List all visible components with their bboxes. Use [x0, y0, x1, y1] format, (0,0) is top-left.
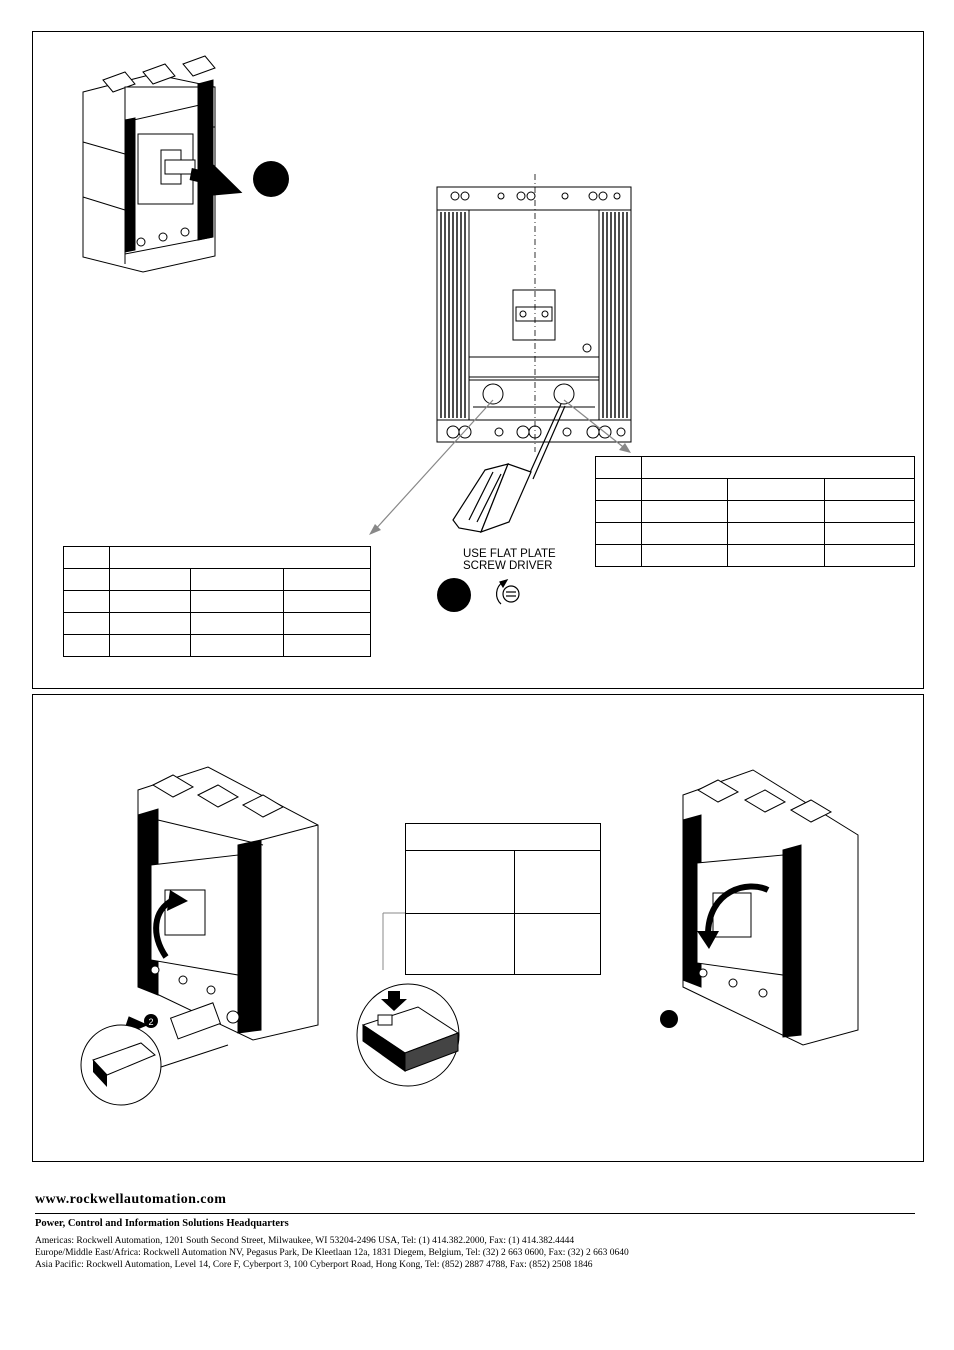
step-marker-icon — [253, 161, 289, 197]
step-marker-icon — [437, 578, 471, 612]
table-row — [595, 456, 915, 479]
table-row — [63, 546, 371, 569]
bottom-illustrations: 2 — [80, 766, 859, 1106]
footer-url[interactable]: www.rockwellautomation.com — [35, 1192, 227, 1207]
step-badge-label: 2 — [148, 1017, 153, 1027]
bottom-instruction-panel: 2 — [32, 694, 924, 1162]
breaker-with-module-insert — [137, 766, 319, 1041]
table-row — [595, 500, 915, 523]
footer-divider — [35, 1213, 915, 1214]
settings-table-left — [63, 546, 371, 657]
address-apac: Asia Pacific: Rockwell Automation, Level… — [35, 1260, 593, 1270]
footer-hq-heading: Power, Control and Information Solutions… — [35, 1218, 289, 1229]
instruction-line: SCREW DRIVER — [463, 560, 553, 572]
instruction-line: USE FLAT PLATE — [463, 548, 556, 560]
top-instruction-panel: USE FLAT PLATE SCREW DRIVER — [32, 31, 924, 689]
step-marker-icon — [660, 1010, 678, 1028]
table-row — [405, 850, 601, 914]
table-row — [405, 823, 601, 851]
rotate-down-arrow-icon — [705, 883, 770, 936]
top-illustrations — [82, 55, 632, 612]
table-row — [595, 544, 915, 567]
table-row — [63, 634, 371, 657]
screwdriver-instruction: USE FLAT PLATE SCREW DRIVER — [463, 548, 556, 572]
table-row — [595, 522, 915, 545]
breaker-isometric — [82, 55, 216, 273]
address-americas: Americas: Rockwell Automation, 1201 Sout… — [35, 1236, 575, 1246]
breaker-front-view — [436, 186, 632, 443]
rotate-up-arrow-icon — [153, 897, 175, 959]
table-row — [63, 612, 371, 635]
settings-table-right — [595, 456, 915, 567]
step-badge — [144, 1014, 158, 1028]
table-row — [405, 913, 601, 975]
push-down-arrow-icon — [381, 991, 407, 1011]
module-settings-table — [405, 823, 601, 975]
breaker-close — [682, 769, 859, 1046]
screwdriver — [452, 403, 566, 534]
rotate-ccw-icon — [495, 579, 520, 605]
table-row — [63, 590, 371, 613]
table-row — [595, 478, 915, 501]
push-arrow-icon — [189, 158, 243, 197]
address-emea: Europe/Middle East/Africa: Rockwell Auto… — [35, 1248, 629, 1258]
table-row — [63, 568, 371, 591]
